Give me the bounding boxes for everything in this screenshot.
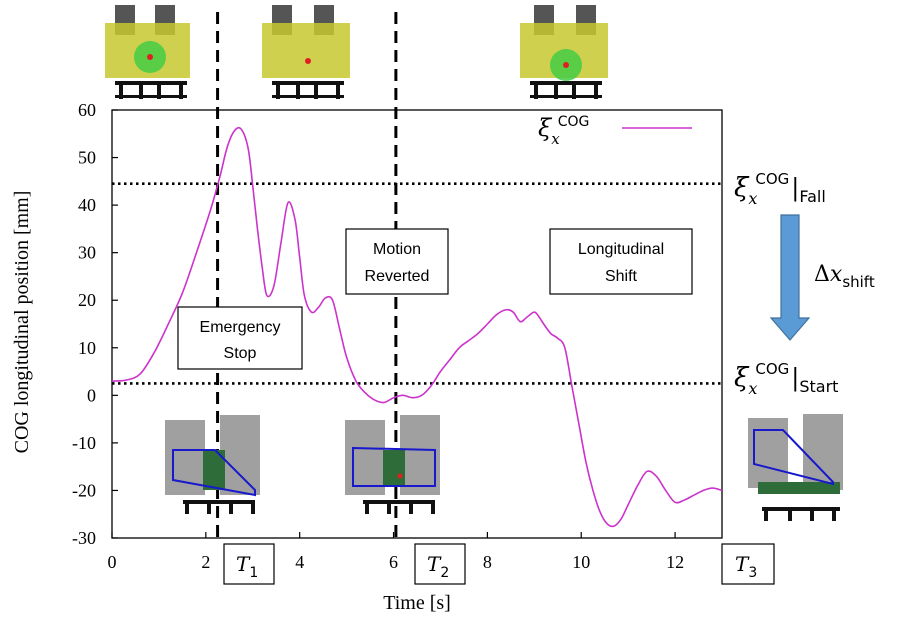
shift-label: Δxshift: [814, 262, 875, 291]
x-tick-label: 6: [389, 552, 398, 572]
robot-top-illustration-1: [105, 5, 190, 99]
legend-sub: x: [551, 130, 560, 148]
legend-label: ξxCOG: [538, 114, 589, 148]
y-tick-label: 40: [78, 195, 96, 215]
x-tick-label: 8: [483, 552, 492, 572]
annotation-longitudinal-shift-line1: Longitudinal: [578, 241, 664, 258]
svg-text:ξxCOG|Fall: ξxCOG|Fall: [734, 170, 826, 208]
y-tick-label: -10: [72, 433, 96, 453]
y-tick-label: 10: [78, 338, 96, 358]
shift-arrow: [769, 214, 811, 341]
phase-marker-t2: T2: [414, 543, 466, 585]
start-threshold-label: ξxCOG|Start: [734, 360, 838, 398]
svg-text:Δxshift: Δxshift: [814, 262, 875, 291]
x-axis-ticks: 0 2 4 6 8 10 12: [108, 532, 684, 572]
annotation-motion-reverted-line1: Motion: [373, 241, 421, 258]
annotation-longitudinal-shift-line2: Shift: [605, 268, 638, 285]
y-tick-label: 0: [87, 385, 96, 405]
x-tick-label: 12: [666, 552, 684, 572]
robot-top-illustration-3: [520, 5, 608, 99]
legend-sup: COG: [558, 114, 590, 130]
y-tick-label: 50: [78, 148, 96, 168]
robot-bottom-illustration-2: [345, 415, 440, 514]
y-tick-label: 20: [78, 290, 96, 310]
svg-text:T1: T1: [236, 552, 258, 581]
y-tick-label: -20: [72, 480, 96, 500]
y-tick-label: -30: [72, 528, 96, 548]
legend-sym: ξ: [538, 114, 553, 142]
x-axis-label: Time [s]: [383, 592, 451, 614]
annotation-motion-reverted: Motion Reverted: [345, 228, 449, 295]
svg-text:ξxCOG|Start: ξxCOG|Start: [734, 360, 838, 398]
x-tick-label: 4: [295, 552, 304, 572]
robot-top-illustration-2: [262, 5, 350, 99]
fall-threshold-label: ξxCOG|Fall: [734, 170, 826, 208]
series-layer: [111, 126, 723, 528]
svg-text:T2: T2: [427, 552, 449, 581]
legend: ξxCOG: [538, 114, 692, 148]
x-tick-label: 2: [201, 552, 210, 572]
annotation-emergency-stop-line2: Stop: [224, 345, 257, 362]
annotation-motion-reverted-line2: Reverted: [365, 268, 430, 285]
phase-marker-t3: T3: [721, 543, 775, 585]
svg-text:T3: T3: [735, 552, 757, 581]
x-tick-label: 10: [572, 552, 590, 572]
series-line-cog: [111, 126, 723, 528]
annotation-longitudinal-shift: Longitudinal Shift: [549, 228, 693, 295]
annotation-emergency-stop-line1: Emergency: [200, 319, 281, 336]
phase-marker-t1: T1: [223, 543, 275, 585]
robot-bottom-illustration-1: [165, 415, 260, 514]
y-axis-label: COG longitudinal position [mm]: [11, 191, 33, 454]
y-tick-label: 60: [78, 100, 96, 120]
robot-bottom-illustration-3: [748, 414, 843, 521]
y-axis-ticks: 60 50 40 30 20 10 0 -10 -20 -30: [72, 100, 118, 548]
annotation-emergency-stop: Emergency Stop: [177, 306, 303, 370]
x-tick-label: 0: [108, 552, 117, 572]
y-tick-label: 30: [78, 243, 96, 263]
plot-frame: [111, 109, 723, 539]
